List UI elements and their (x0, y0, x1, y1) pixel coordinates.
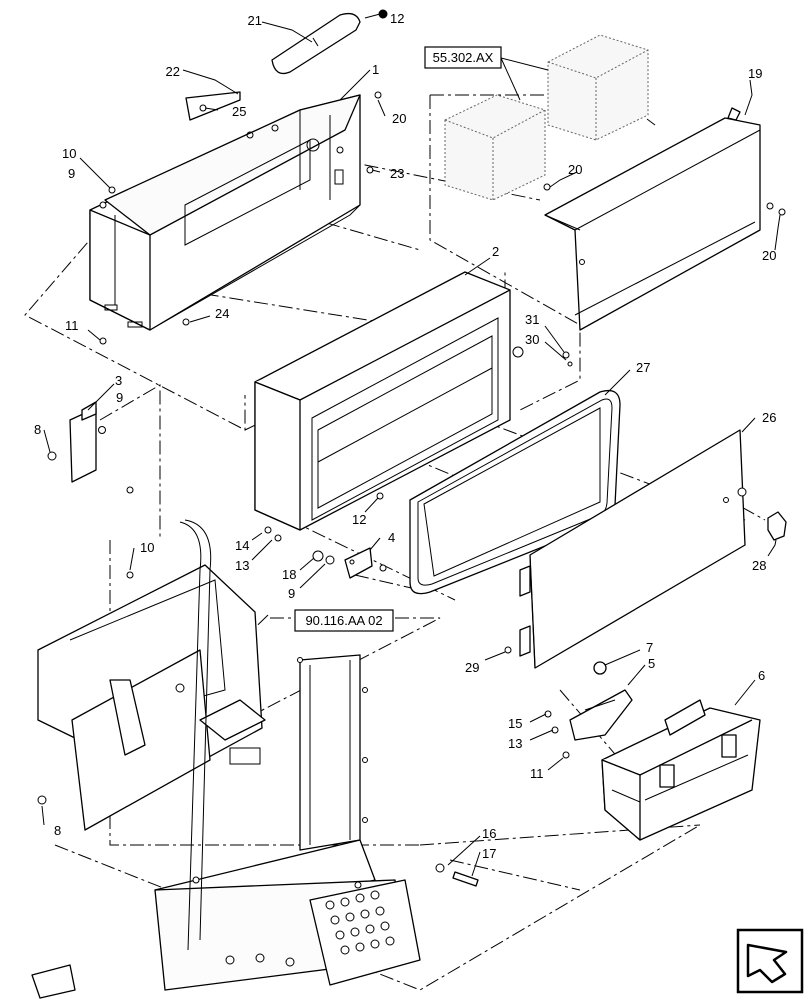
part-7-knob (593, 661, 607, 675)
part-16-17-bolt (435, 863, 479, 887)
reference-platform-label: 90.116.AA 02 (305, 613, 382, 628)
callout-9: 9 (288, 586, 295, 601)
callout-17: 17 (482, 846, 496, 861)
callout-14: 14 (235, 538, 249, 553)
callout-24: 24 (215, 306, 229, 321)
callout-7: 7 (646, 640, 653, 655)
callout-3: 3 (115, 373, 122, 388)
step-assembly (31, 519, 421, 999)
callout-12: 12 (390, 11, 404, 26)
callout-2: 2 (492, 244, 499, 259)
callout-10: 10 (140, 540, 154, 555)
callout-15: 15 (508, 716, 522, 731)
callout-5: 5 (648, 656, 655, 671)
part-1-battery-box (89, 94, 361, 331)
callout-9: 9 (68, 166, 75, 181)
callout-11: 11 (65, 318, 79, 333)
callout-10: 10 (62, 146, 76, 161)
callout-31: 31 (525, 312, 539, 327)
callout-18: 18 (282, 567, 296, 582)
part-26-door (519, 429, 747, 669)
reference-batteries-label: 55.302.AX (433, 50, 494, 65)
callout-8: 8 (34, 422, 41, 437)
callout-27: 27 (636, 360, 650, 375)
part-22-strip (185, 91, 241, 121)
callout-11: 11 (530, 766, 544, 781)
part-4-bracket (126, 526, 512, 654)
part-3-bracket (47, 401, 106, 483)
reference-batteries[interactable]: 55.302.AX (424, 46, 549, 101)
callout-26: 26 (762, 410, 776, 425)
step-holes (225, 890, 395, 967)
part-6-toolbox (601, 699, 761, 841)
callout-8: 8 (54, 823, 61, 838)
callout-19: 19 (748, 66, 762, 81)
bolts-part-1 (99, 91, 382, 345)
reference-platform[interactable]: 90.116.AA 02 (294, 609, 394, 632)
callout-labels: 21 12 22 1 25 20 10 9 23 11 24 2 19 20 2… (34, 11, 776, 861)
callout-9: 9 (116, 390, 123, 405)
leader-lines (41, 13, 781, 877)
callout-6: 6 (758, 668, 765, 683)
step-bolts (37, 486, 368, 889)
part-28-latch (767, 511, 787, 541)
callout-21: 21 (248, 13, 262, 28)
callout-16: 16 (482, 826, 496, 841)
part-2-housing (254, 271, 573, 531)
part-21-top-cover (271, 12, 361, 75)
callout-20: 20 (392, 111, 406, 126)
part-19-battery-cover (543, 107, 786, 331)
callout-4: 4 (388, 530, 395, 545)
callout-13: 13 (235, 558, 249, 573)
ghost-batteries (444, 34, 649, 201)
previous-view-arrow-icon[interactable] (736, 928, 804, 994)
callout-22: 22 (166, 64, 180, 79)
callout-29: 29 (465, 660, 479, 675)
callout-20: 20 (568, 162, 582, 177)
callout-28: 28 (752, 558, 766, 573)
callout-12: 12 (352, 512, 366, 527)
callout-13: 13 (508, 736, 522, 751)
callout-23: 23 (390, 166, 404, 181)
callout-1: 1 (372, 62, 379, 77)
callout-20: 20 (762, 248, 776, 263)
part-12-screw (378, 9, 388, 19)
callout-25: 25 (232, 104, 246, 119)
callout-30: 30 (525, 332, 539, 347)
part-5-bracket (544, 689, 633, 759)
